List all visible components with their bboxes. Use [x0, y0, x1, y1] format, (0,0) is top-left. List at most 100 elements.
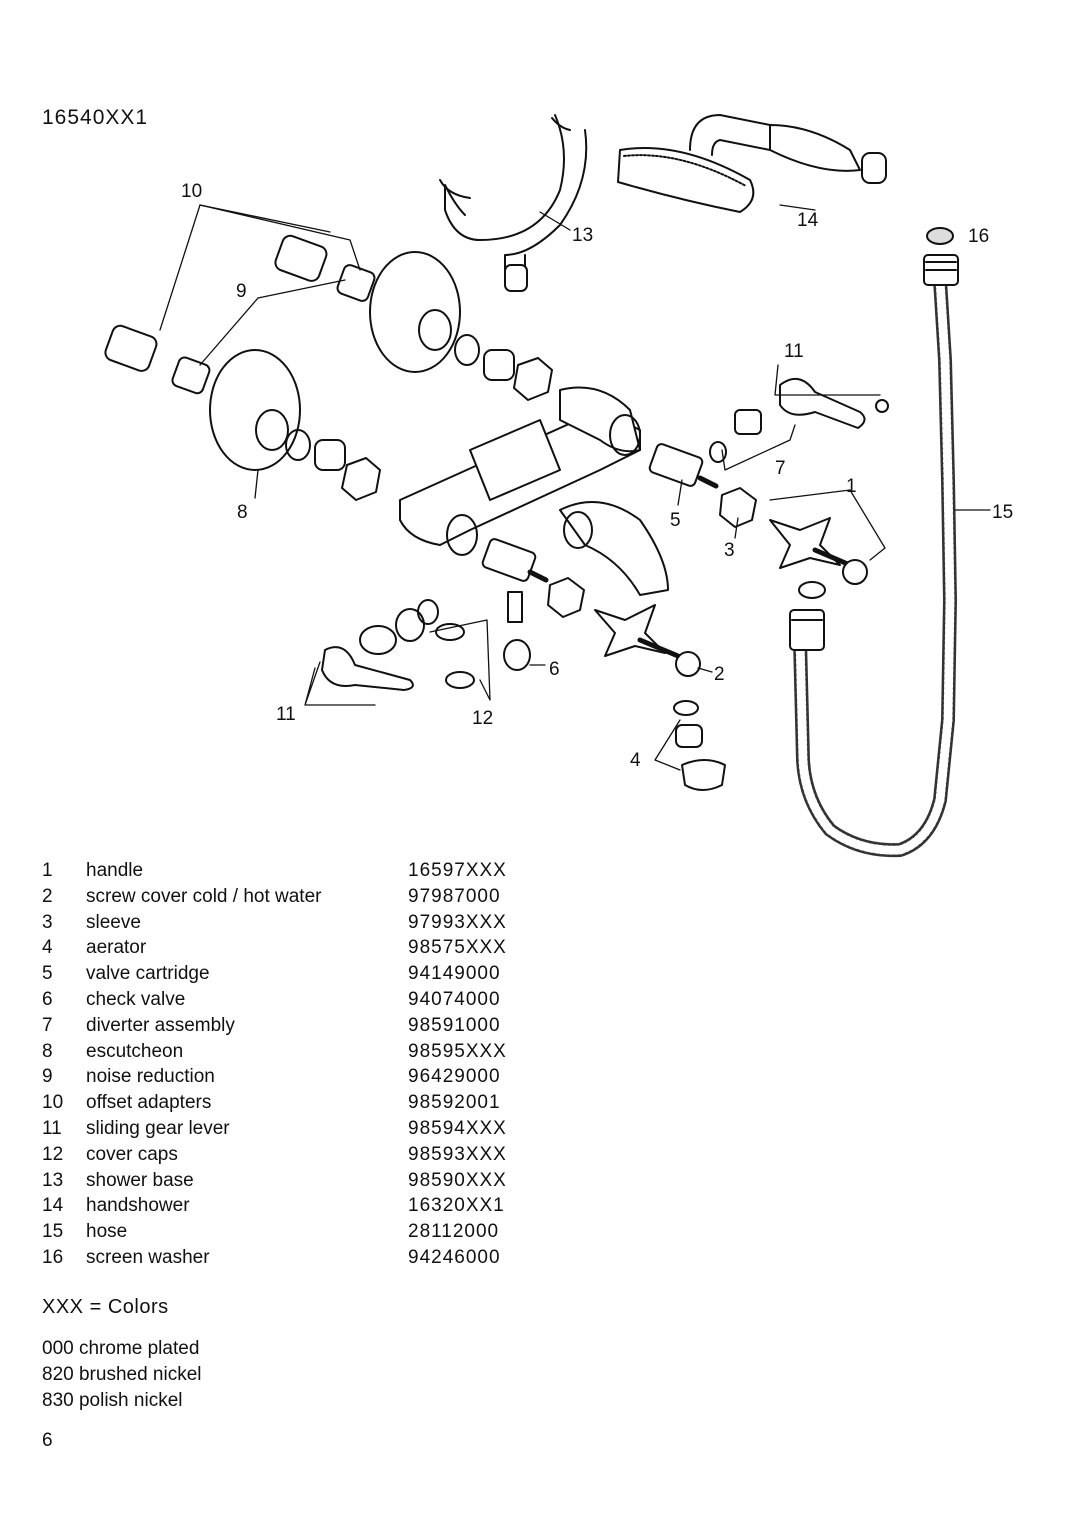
- callout-6: 6: [549, 659, 560, 680]
- part-number: 8: [42, 1040, 53, 1062]
- leader-lines: [159, 204, 991, 771]
- parts-row: 14 handshower 16320XX1: [42, 1193, 507, 1219]
- part-code: 97993XXX: [408, 911, 507, 933]
- part-code: 98591000: [408, 1014, 501, 1036]
- part-code: 16597XXX: [408, 860, 507, 881]
- part-code: 94074000: [408, 988, 501, 1010]
- handshower-drawing: [617, 114, 887, 213]
- cartridge-drawing: [481, 443, 719, 583]
- part-description: handle: [86, 860, 144, 881]
- callout-14: 14: [797, 210, 819, 231]
- part-description: valve cartridge: [86, 963, 210, 985]
- part-number: 15: [42, 1221, 64, 1243]
- shower-base-drawing: [439, 114, 588, 292]
- callout-8: 8: [237, 502, 248, 523]
- callout-11-top: 11: [784, 341, 804, 362]
- parts-row: 9 noise reduction 96429000: [42, 1064, 507, 1090]
- part-code: 28112000: [408, 1221, 500, 1243]
- part-number: 10: [42, 1092, 64, 1114]
- color-name: chrome plated: [78, 1338, 200, 1359]
- part-code: 98594XXX: [408, 1117, 507, 1139]
- parts-row: 1 handle 16597XXX: [42, 858, 507, 884]
- part-code: 16320XX1: [408, 1195, 505, 1217]
- callout-4: 4: [630, 750, 641, 771]
- callout-2: 2: [714, 664, 725, 685]
- exploded-parts-diagram: 1 2 3 4 5 6 7 8 9 10 11 11 12 13 14 15 1…: [104, 114, 1013, 858]
- parts-row: 16 screen washer 94246000: [42, 1245, 507, 1271]
- colors-title: XXX = Colors: [42, 1296, 169, 1318]
- color-row: 000 chrome plated: [42, 1336, 202, 1362]
- part-description: sleeve: [86, 911, 141, 933]
- part-number: 14: [42, 1195, 64, 1217]
- color-name: brushed nickel: [78, 1364, 202, 1385]
- parts-row: 13 shower base 98590XXX: [42, 1168, 507, 1194]
- color-row: 820 brushed nickel: [42, 1362, 202, 1388]
- part-code: 98595XXX: [408, 1040, 507, 1062]
- part-description: escutcheon: [86, 1040, 184, 1062]
- part-code: 98575XXX: [408, 937, 507, 959]
- part-number: 4: [42, 937, 53, 959]
- part-number: 16: [42, 1246, 64, 1268]
- callout-13: 13: [572, 225, 593, 246]
- part-code: 98590XXX: [408, 1169, 507, 1191]
- part-code: 94246000: [408, 1246, 501, 1268]
- parts-row: 8 escutcheon 98595XXX: [42, 1039, 507, 1065]
- part-description: screen washer: [86, 1246, 210, 1268]
- parts-row: 2 screw cover cold / hot water 97987000: [42, 884, 507, 910]
- color-code: 830: [42, 1390, 74, 1411]
- part-code: 97987000: [408, 885, 501, 907]
- escutcheon-drawing: [209, 251, 461, 471]
- part-number: 13: [42, 1169, 64, 1191]
- part-number: 9: [42, 1066, 53, 1088]
- parts-row: 6 check valve 94074000: [42, 987, 507, 1013]
- colors-list: 000 chrome plated 820 brushed nickel 830…: [42, 1336, 202, 1414]
- color-code: 000: [42, 1338, 74, 1359]
- part-number: 7: [42, 1014, 53, 1036]
- part-description: shower base: [86, 1169, 194, 1191]
- color-name: polish nickel: [78, 1390, 183, 1411]
- hose-drawing: [789, 254, 959, 858]
- offset-adapters-drawing: [104, 234, 376, 395]
- model-number: 16540XX1: [42, 106, 149, 129]
- parts-row: 10 offset adapters 98592001: [42, 1090, 507, 1116]
- callout-5: 5: [670, 510, 681, 531]
- part-number: 11: [42, 1117, 62, 1139]
- part-description: hose: [86, 1221, 128, 1243]
- callout-11-bottom: 11: [276, 704, 296, 725]
- callout-12: 12: [472, 708, 493, 729]
- parts-row: 4 aerator 98575XXX: [42, 935, 507, 961]
- part-number: 6: [42, 988, 53, 1010]
- part-description: aerator: [86, 937, 147, 959]
- color-code: 820: [42, 1364, 74, 1385]
- part-code: 96429000: [408, 1066, 501, 1088]
- part-description: sliding gear lever: [86, 1117, 230, 1139]
- part-description: check valve: [86, 988, 186, 1010]
- parts-row: 15 hose 28112000: [42, 1219, 507, 1245]
- callout-3: 3: [724, 540, 735, 561]
- part-description: handshower: [86, 1195, 190, 1217]
- part-number: 1: [42, 860, 53, 881]
- part-code: 94149000: [408, 963, 501, 985]
- part-code: 98593XXX: [408, 1143, 507, 1165]
- screen-washer-drawing: [926, 227, 954, 245]
- part-description: cover caps: [86, 1143, 178, 1165]
- parts-list: 1 handle 16597XXX 2 screw cover cold / hot w…: [42, 858, 507, 1271]
- part-number: 12: [42, 1143, 64, 1165]
- part-description: noise reduction: [86, 1066, 215, 1088]
- part-number: 3: [42, 911, 53, 933]
- washer-drawing: [798, 581, 826, 599]
- parts-row: 12 cover caps 98593XXX: [42, 1142, 507, 1168]
- part-description: screw cover cold / hot water: [86, 885, 322, 907]
- callout-15: 15: [992, 502, 1013, 523]
- part-description: offset adapters: [86, 1092, 212, 1114]
- faucet-body-drawing: [399, 386, 669, 596]
- part-code: 98592001: [408, 1092, 501, 1114]
- part-description: diverter assembly: [86, 1014, 235, 1036]
- color-row: 830 polish nickel: [42, 1388, 202, 1414]
- part-number: 2: [42, 885, 53, 907]
- callout-1: 1: [846, 476, 857, 497]
- parts-row: 11 sliding gear lever 98594XXX: [42, 1116, 507, 1142]
- callout-10: 10: [181, 181, 202, 202]
- callout-7: 7: [775, 458, 786, 479]
